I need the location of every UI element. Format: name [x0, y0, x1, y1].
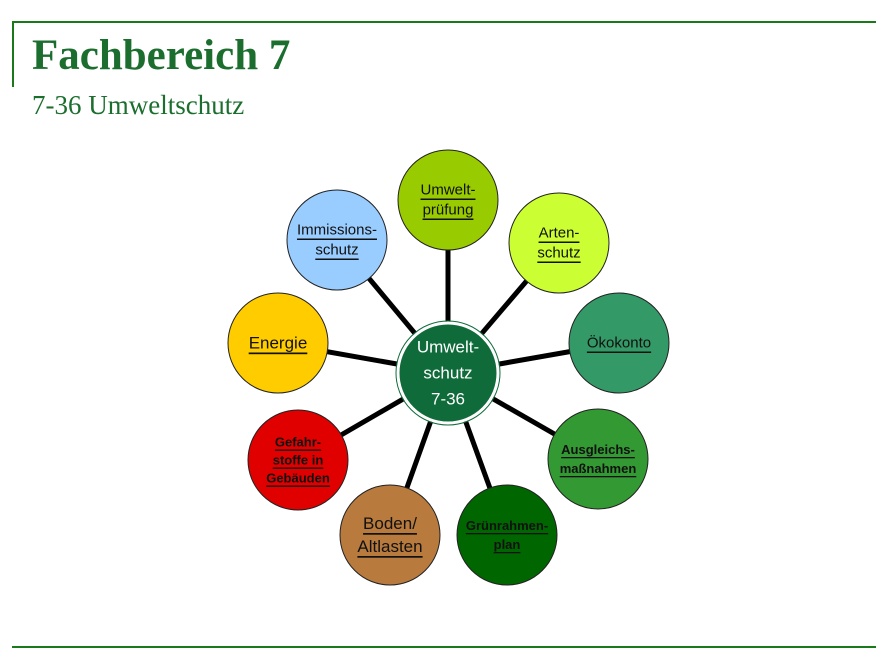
node-circle-gruenrahmenplan[interactable]	[456, 484, 558, 586]
bottom-rule	[12, 646, 876, 648]
node-label-immissionsschutz-line-1[interactable]: Immissions-	[297, 222, 377, 239]
node-label-gruenrahmenplan-line-2[interactable]: plan	[494, 537, 521, 552]
center-label-line-1: Umwelt-	[417, 338, 479, 357]
node-circle-energie[interactable]	[227, 292, 329, 394]
center-label-line-3: 7-36	[431, 390, 465, 409]
node-artenschutz[interactable]: Arten-schutz	[508, 192, 610, 294]
node-oekokonto[interactable]: Ökokonto	[568, 292, 670, 394]
node-circle-gefahrstoffe[interactable]	[247, 409, 349, 511]
node-label-gefahrstoffe-line-2[interactable]: stoffe in	[273, 453, 324, 468]
node-label-ausgleichsmassnahmen-line-2[interactable]: maßnahmen	[560, 461, 637, 476]
node-label-immissionsschutz-line-2[interactable]: schutz	[315, 242, 358, 259]
node-energie[interactable]: Energie	[227, 292, 329, 394]
node-label-oekokonto-line-1[interactable]: Ökokonto	[587, 334, 651, 352]
center-node-group: Umwelt-schutz 7-36	[395, 320, 501, 426]
node-boden-altlasten[interactable]: Boden/Altlasten	[339, 484, 441, 586]
node-label-artenschutz-line-2[interactable]: schutz	[537, 245, 580, 262]
node-label-energie-line-1[interactable]: Energie	[249, 334, 308, 353]
node-circle-boden-altlasten[interactable]	[339, 484, 441, 586]
node-label-gefahrstoffe-line-3[interactable]: Gebäuden	[266, 471, 330, 486]
node-gefahrstoffe[interactable]: Gefahr-stoffe in Gebäuden	[247, 409, 349, 511]
node-label-artenschutz-line-1[interactable]: Arten-	[539, 225, 580, 242]
node-group: Umwelt-prüfungArten-schutzÖkokontoAusgle…	[227, 149, 670, 586]
left-rule	[12, 21, 14, 87]
node-circle-oekokonto[interactable]	[568, 292, 670, 394]
node-gruenrahmenplan[interactable]: Grünrahmen-plan	[456, 484, 558, 586]
node-label-umweltpruefung-line-1[interactable]: Umwelt-	[421, 182, 476, 199]
node-label-ausgleichsmassnahmen-line-1[interactable]: Ausgleichs-	[561, 442, 635, 457]
node-circle-umweltpruefung[interactable]	[397, 149, 499, 251]
page-subtitle: 7-36 Umweltschutz	[32, 90, 245, 120]
node-circle-immissionsschutz[interactable]	[286, 189, 388, 291]
node-label-umweltpruefung-line-2[interactable]: prüfung	[423, 202, 474, 219]
node-ausgleichsmassnahmen[interactable]: Ausgleichs-maßnahmen	[547, 408, 649, 510]
node-label-boden-altlasten-line-1[interactable]: Boden/	[363, 514, 417, 533]
node-label-gefahrstoffe-line-1[interactable]: Gefahr-	[275, 435, 321, 450]
node-umweltpruefung[interactable]: Umwelt-prüfung	[397, 149, 499, 251]
node-circle-ausgleichsmassnahmen[interactable]	[547, 408, 649, 510]
page-title: Fachbereich 7	[32, 32, 291, 79]
node-label-boden-altlasten-line-2[interactable]: Altlasten	[357, 537, 422, 556]
top-rule	[12, 21, 876, 23]
node-circle-artenschutz[interactable]	[508, 192, 610, 294]
center-node-circle	[396, 321, 500, 425]
center-node-ring	[395, 320, 501, 426]
node-label-gruenrahmenplan-line-1[interactable]: Grünrahmen-	[466, 518, 548, 533]
node-immissionsschutz[interactable]: Immissions-schutz	[286, 189, 388, 291]
center-label-line-2: schutz	[423, 364, 472, 383]
